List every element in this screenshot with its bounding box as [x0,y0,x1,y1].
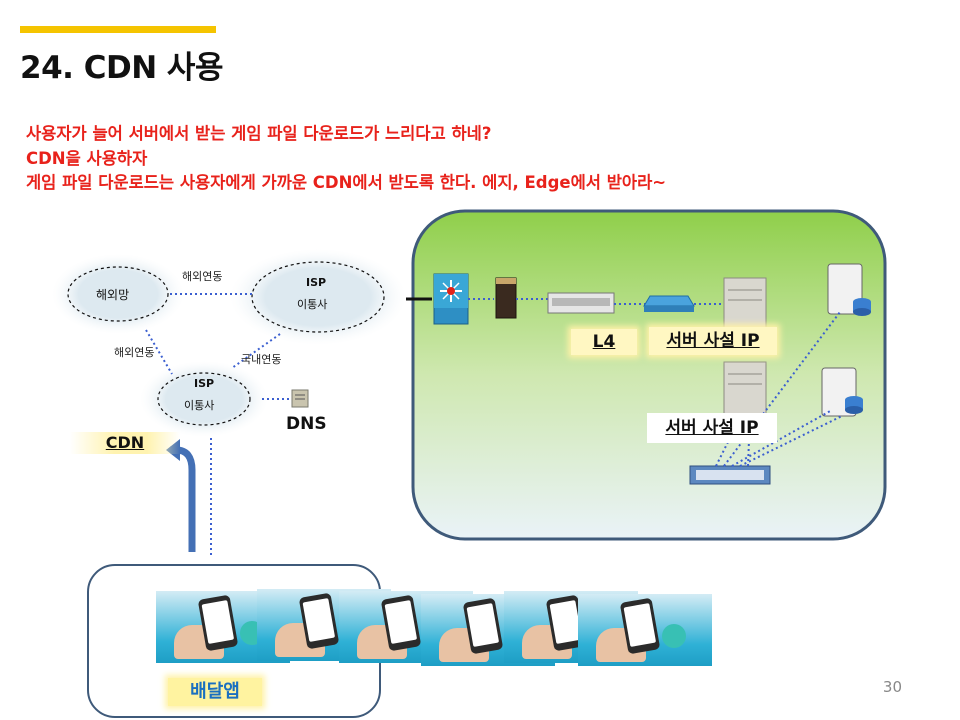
dns-label: DNS [286,414,327,434]
overseas-link-2 [145,329,173,375]
domestic-link-label: 국내연동 [241,353,282,366]
description-line-1: 사용자가 늘어 서버에서 받는 게임 파일 다운로드가 느리다고 하네? [26,124,492,143]
description-line-3: 게임 파일 다운로드는 사용자에게 가까운 CDN에서 받도록 한다. 에지, … [26,173,667,192]
app-thumbnail-6 [578,594,712,666]
l4-label: L4 [571,329,637,355]
web-server-bottom-icon [723,361,767,415]
overseas-link-label-2: 해외연동 [114,346,155,359]
isp-top-ring [251,261,385,333]
isp-top-cloud [230,249,406,345]
isp-bottom-label-2: 이통사 [184,399,215,412]
description-line-2: CDN을 사용하자 [26,149,148,168]
slide-title: 24. CDN 사용 [20,50,223,86]
db-server-top-icon [827,263,871,316]
firewall-icon [495,277,517,319]
cdn-arrow-shaft [170,446,196,552]
web-server-top-icon [723,277,767,329]
storage-switch-icon [689,465,771,485]
cdn-label: CDN [70,432,180,454]
l4-switch-icon [547,292,615,314]
overseas-link-label-1: 해외연동 [182,270,223,283]
title-accent-bar [20,26,216,33]
isp-top-label-2: 이통사 [297,298,328,311]
overseas-net-label: 해외망 [96,288,130,302]
private-ip-label-2: 서버 사설 IP [647,413,777,443]
switch-icon [643,295,695,312]
page-number: 30 [882,678,902,696]
core-switch-icon [433,273,469,325]
dns-server-icon [291,389,309,408]
overseas-net-ring [67,266,169,322]
isp-top-label-1: ISP [306,276,327,289]
datacenter-box [411,209,887,541]
delivery-app-label: 배달앱 [168,678,262,706]
db-server-bottom-icon [821,367,863,417]
isp-bottom-ring [157,372,251,426]
private-ip-label-1: 서버 사설 IP [649,327,777,355]
isp-bottom-label-1: ISP [194,377,215,390]
